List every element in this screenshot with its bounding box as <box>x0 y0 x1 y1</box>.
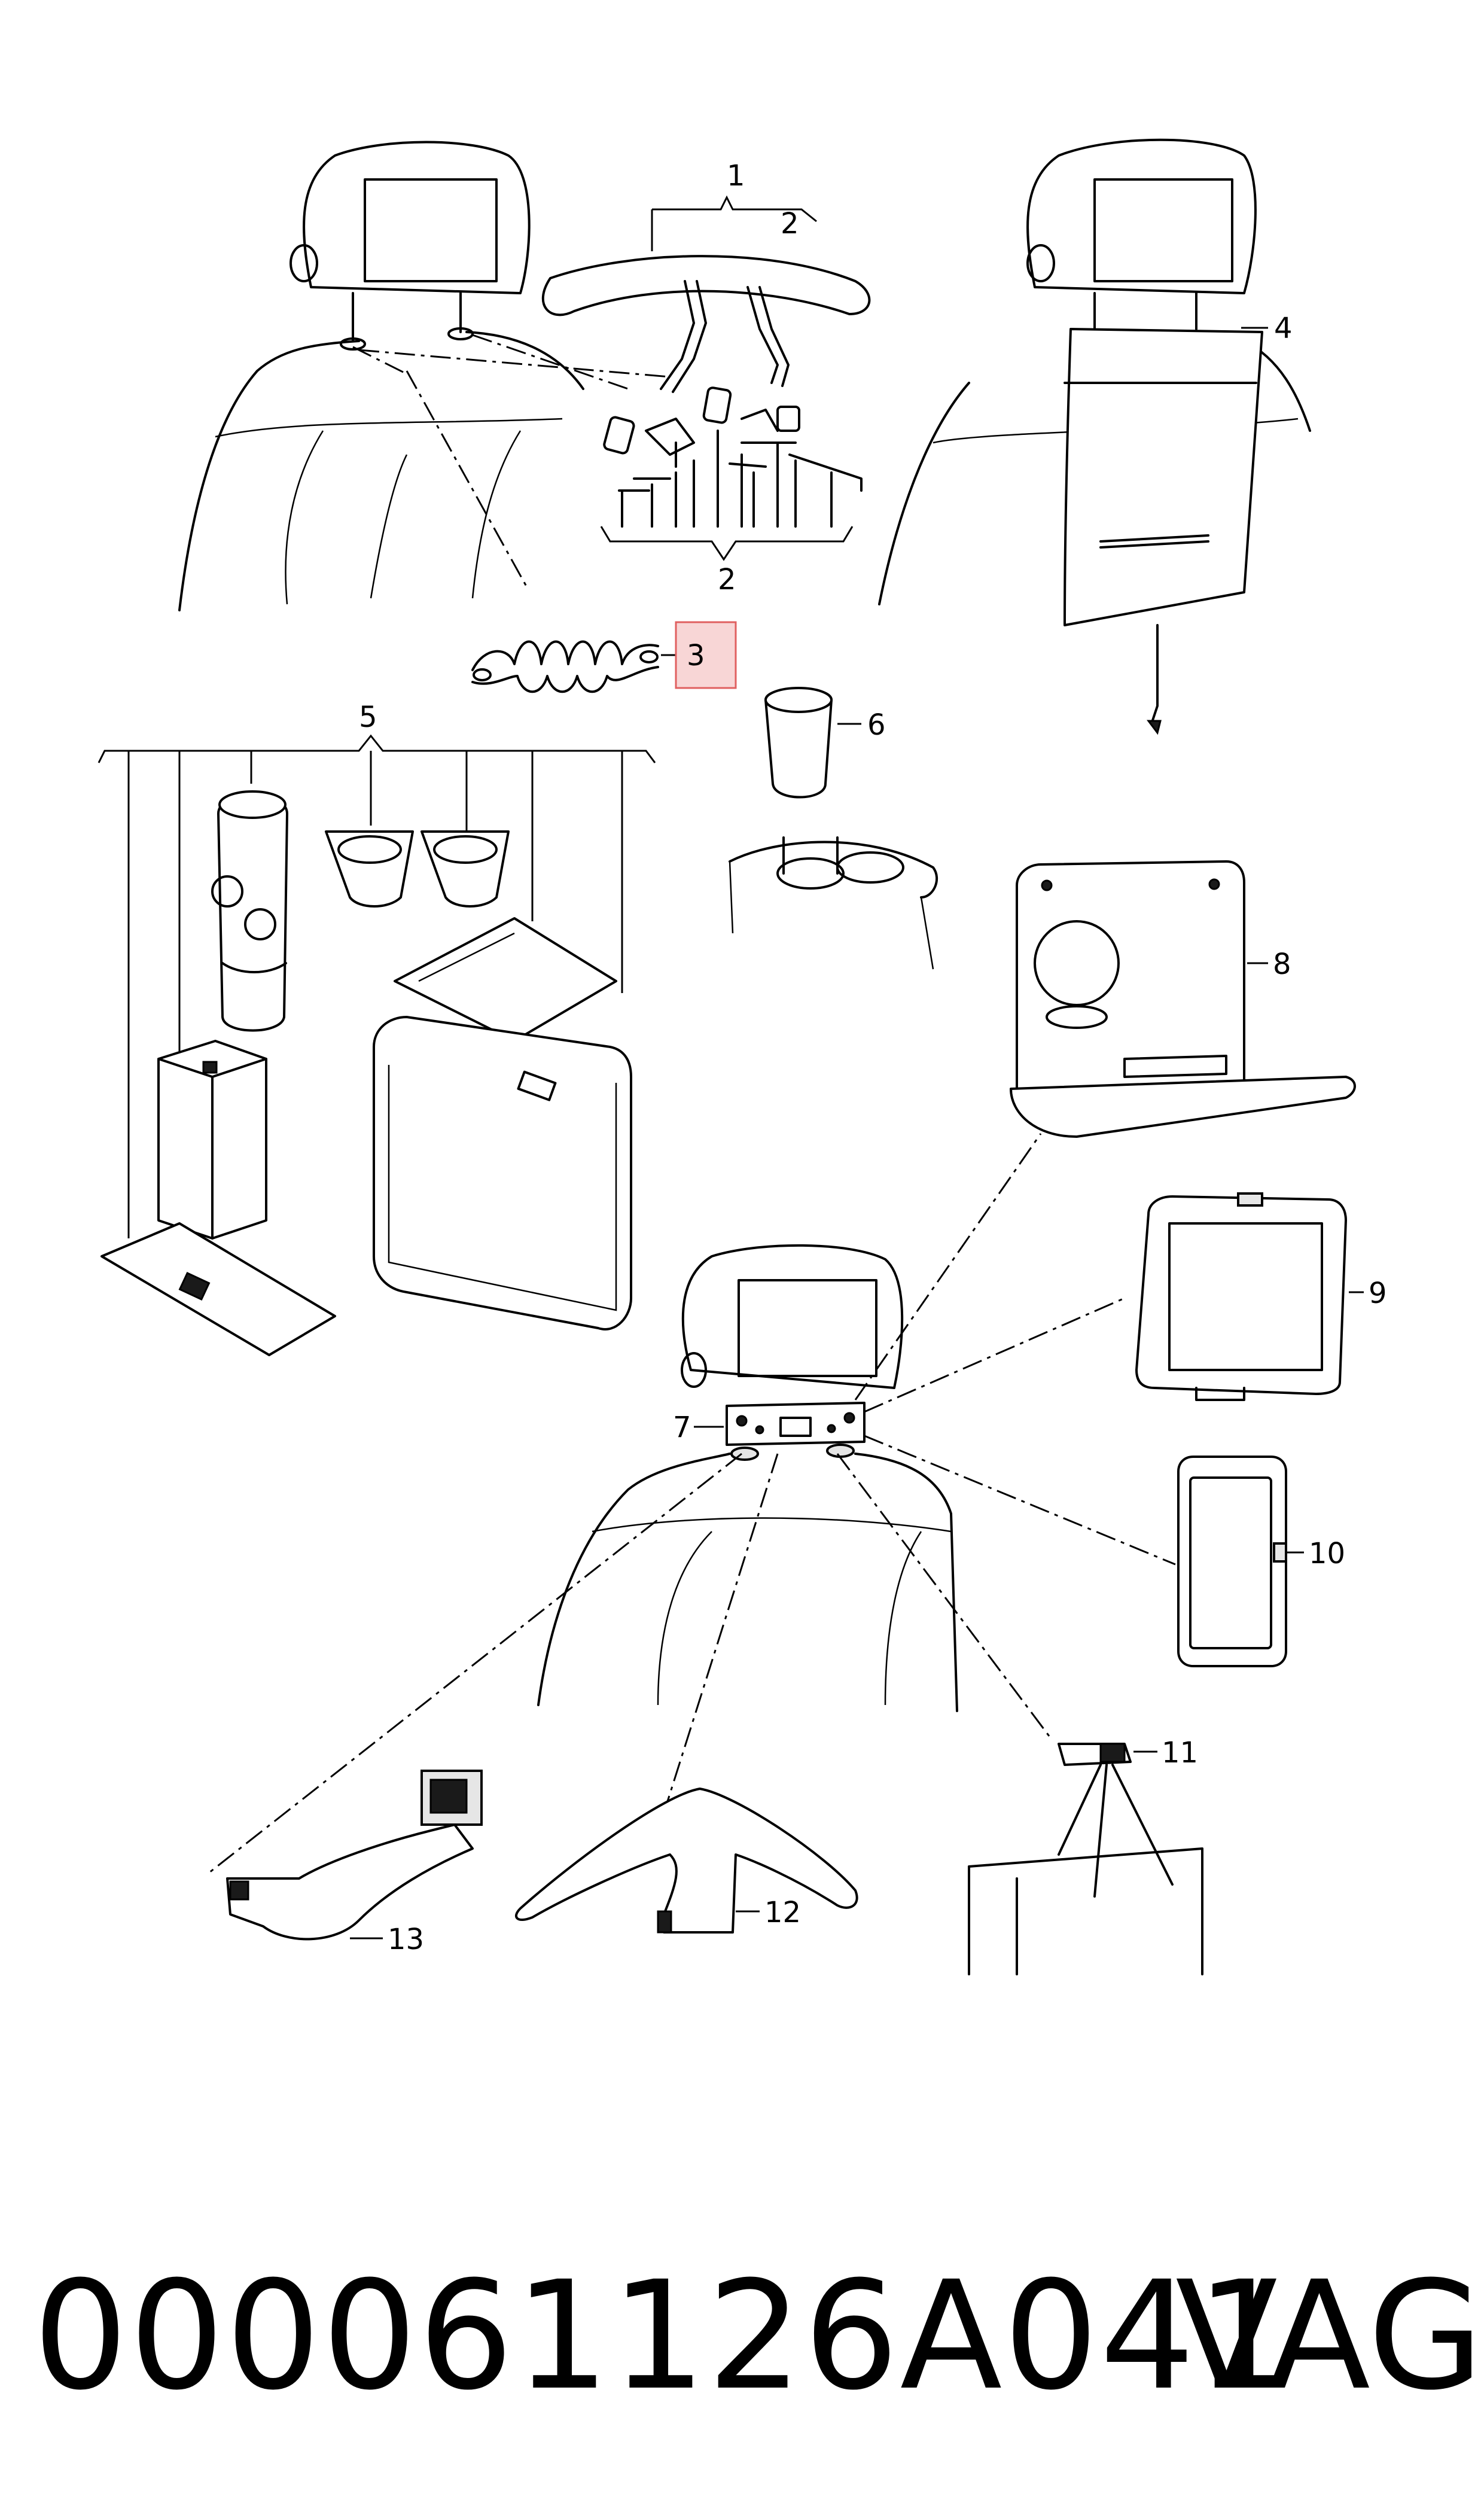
exploded-parts-diagram: 1 2 2 3 4 5 6 7 8 9 10 11 12 13 <box>97 138 1387 1975</box>
part-number: 000061126A041 <box>33 2249 1293 2423</box>
phone-holder-part-10 <box>1177 1456 1287 1667</box>
spring-part-3 <box>471 640 659 693</box>
callout-8: 8 <box>1273 948 1291 981</box>
callout-10: 10 <box>1309 1537 1345 1570</box>
callout-1: 1 <box>727 159 745 193</box>
seat-top-right <box>878 138 1311 735</box>
screws-part-2 <box>603 386 863 528</box>
callout-6: 6 <box>867 708 886 742</box>
callout-3: 3 <box>687 639 705 672</box>
hanger-bracket-part-13 <box>226 1770 483 1941</box>
callout-5: 5 <box>359 701 377 734</box>
callout-3-highlight <box>675 621 737 689</box>
callout-7: 7 <box>673 1411 691 1444</box>
callout-2-bottom: 2 <box>718 563 736 596</box>
espresso-kit-part-5 <box>100 790 632 1356</box>
seat-top-left <box>178 141 671 611</box>
brand-label: VAG <box>1175 2249 1484 2423</box>
tablet-holder-part-9 <box>1135 1192 1347 1401</box>
tray-table-part-8 <box>1010 860 1356 1138</box>
hanger-part-1 <box>541 255 871 393</box>
callout-2-top: 2 <box>781 207 799 240</box>
callout-11: 11 <box>1162 1736 1198 1770</box>
cup-holder-part-6 <box>729 687 938 970</box>
coat-hanger-part-12 <box>515 1788 858 1934</box>
hook-part-11 <box>968 1743 1203 1975</box>
callout-12: 12 <box>764 1896 801 1929</box>
callout-13: 13 <box>388 1923 424 1956</box>
callout-9: 9 <box>1369 1277 1387 1310</box>
seat-center <box>209 1133 1176 1874</box>
callout-4: 4 <box>1274 312 1293 345</box>
